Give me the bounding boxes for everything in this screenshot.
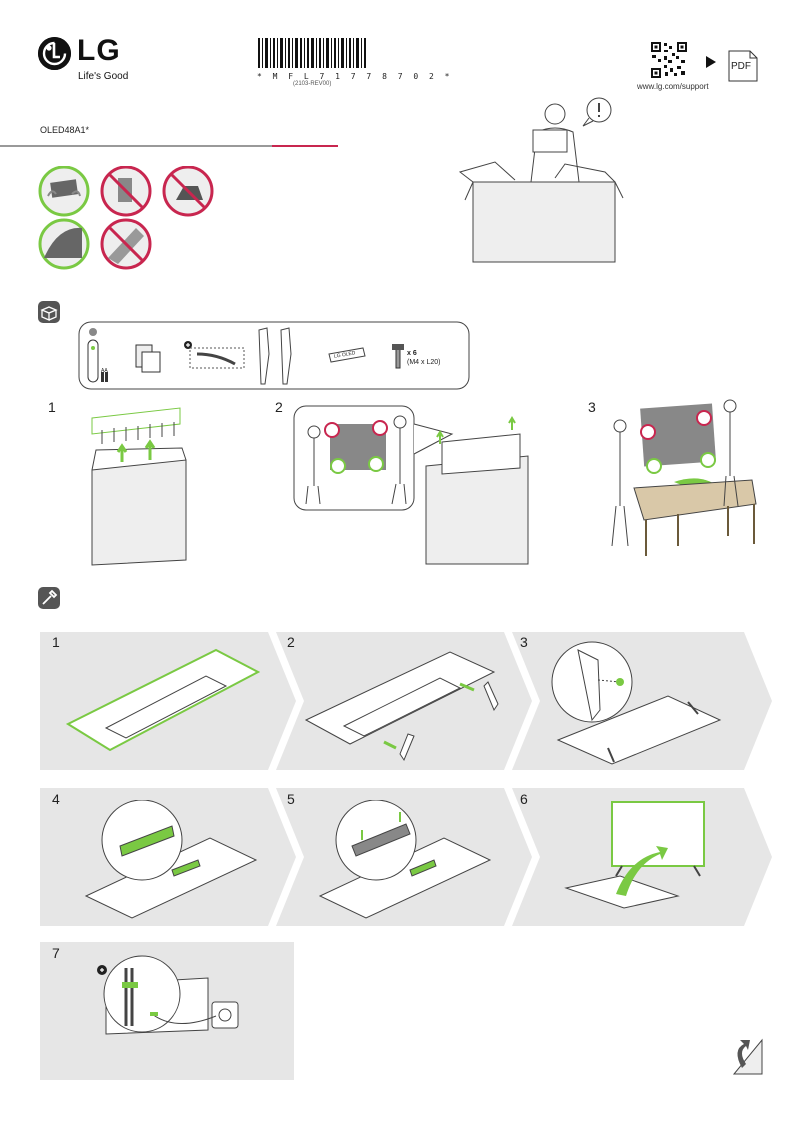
arrow-right-icon — [706, 56, 716, 68]
support-url[interactable]: www.lg.com/support — [637, 82, 709, 91]
assembly-step-6-number: 6 — [520, 791, 528, 807]
assembly-step-4-illustration — [84, 800, 258, 919]
qr-code-icon[interactable] — [650, 41, 688, 79]
pdf-label: PDF — [731, 61, 751, 72]
pdf-icon[interactable]: PDF — [728, 50, 758, 82]
assembly-step-3-number: 3 — [520, 634, 528, 650]
model-number: OLED48A1* — [40, 125, 90, 135]
assembly-step-4-number: 4 — [52, 791, 60, 807]
assembly-step-2-number: 2 — [287, 634, 295, 650]
screw-count: x 6 — [407, 350, 417, 357]
divider-red — [272, 145, 338, 147]
cable-holder-icon — [184, 341, 245, 369]
brand-tagline: Life's Good — [78, 71, 129, 82]
handling-dont-icon — [162, 166, 214, 217]
barcode-revision: (2103-REV00) — [293, 81, 332, 87]
accessories-callout — [78, 321, 470, 390]
handling-guidelines — [38, 166, 214, 270]
handling-do-icon — [38, 218, 90, 270]
unbox-step-3-illustration — [611, 399, 757, 556]
assembly-step-1-illustration — [66, 648, 260, 752]
stand-legs-icon — [258, 327, 292, 385]
brand-name: LG — [77, 34, 121, 67]
battery-label: AA — [101, 368, 108, 374]
screw-icon — [392, 344, 404, 369]
remote-control-icon — [87, 328, 108, 383]
barcode-number: * M F L 7 1 7 7 8 7 0 2 * — [257, 72, 453, 81]
assembly-step-5-number: 5 — [287, 791, 295, 807]
screwdriver-icon — [38, 587, 60, 609]
manual-icon — [135, 344, 161, 373]
assembly-step-6-illustration — [564, 801, 705, 909]
assembly-step-1-number: 1 — [52, 634, 60, 650]
divider-grey — [0, 145, 272, 147]
assembly-step-5-illustration — [318, 800, 492, 919]
assembly-step-7-number: 7 — [52, 945, 60, 961]
handling-do-icon — [38, 166, 90, 217]
unbox-step-1-illustration — [91, 407, 187, 566]
unbox-step-1-number: 1 — [48, 399, 56, 415]
handling-dont-icon — [100, 166, 152, 217]
unbox-step-3-number: 3 — [588, 399, 596, 415]
box-warning-illustration — [458, 97, 624, 263]
box-open-icon — [38, 301, 60, 323]
unbox-step-2-illustration — [293, 405, 529, 565]
assembly-step-7-illustration — [97, 955, 239, 1035]
assembly-step-2-illustration — [304, 651, 499, 762]
back-cover-icon — [328, 347, 366, 363]
lg-logo-icon — [38, 37, 71, 70]
screw-size: (M4 x L20) — [407, 359, 441, 366]
unbox-step-2-number: 2 — [275, 399, 283, 415]
page-turn-icon[interactable] — [724, 1034, 764, 1076]
assembly-step-3-illustration — [551, 641, 722, 765]
handling-dont-icon — [100, 218, 152, 270]
barcode-icon — [258, 38, 366, 68]
